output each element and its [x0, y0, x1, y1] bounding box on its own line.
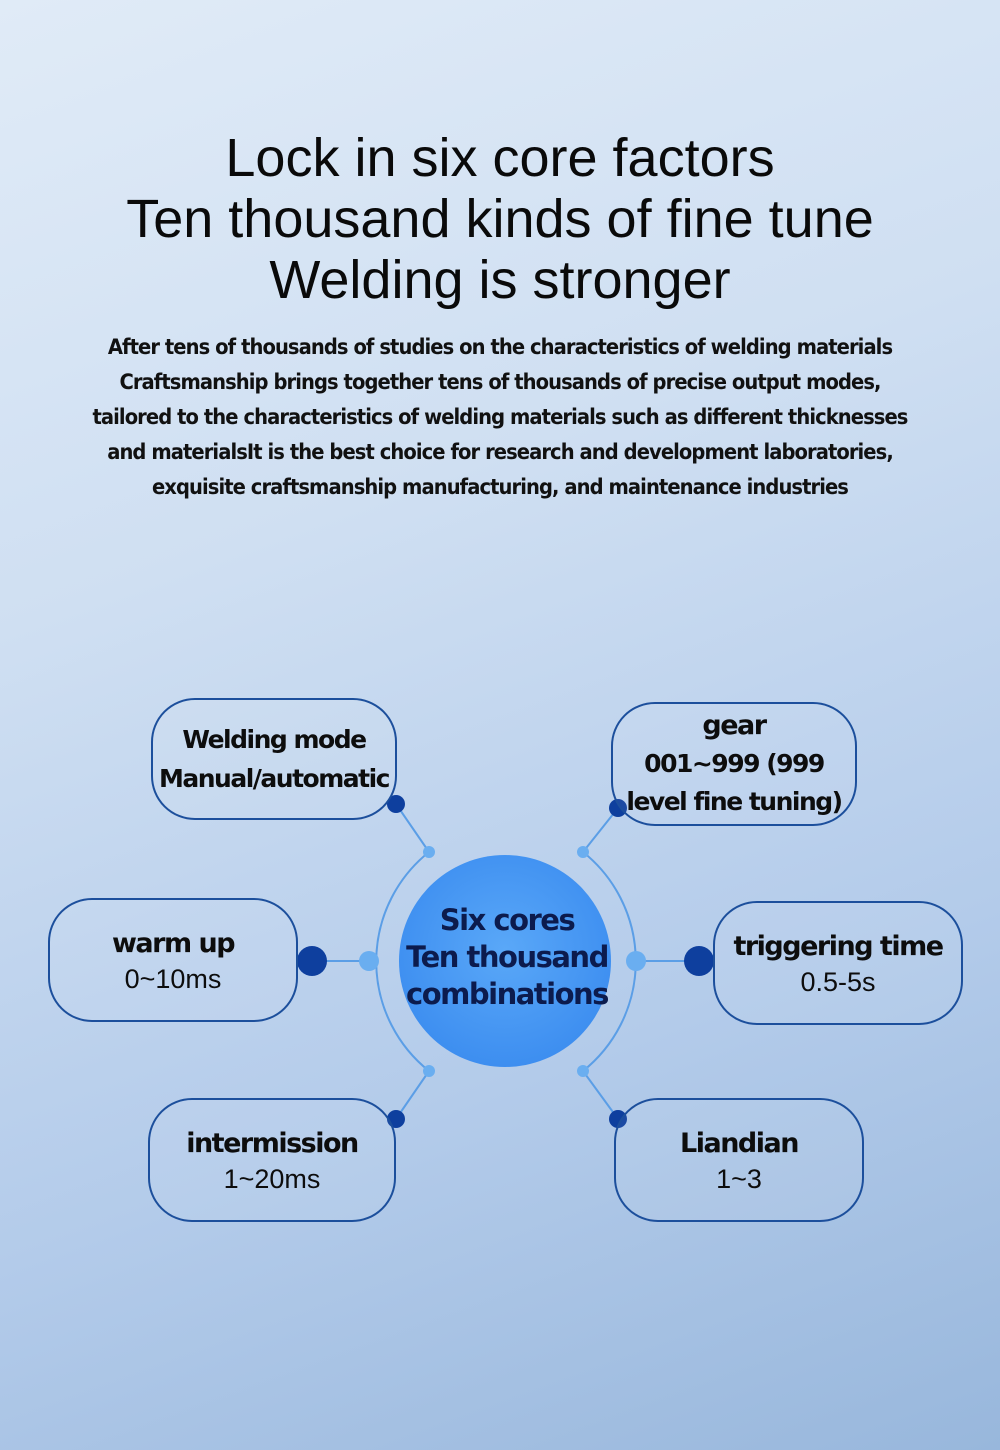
- factor-triggering-time: triggering time 0.5-5s: [713, 901, 963, 1025]
- box-node-warm-up: [297, 946, 327, 976]
- description-line-4: and materialsIt is the best choice for r…: [107, 440, 894, 464]
- factor-value: 1~3: [716, 1164, 762, 1194]
- factor-value-line-2: level fine tuning): [626, 787, 843, 816]
- factor-label: warm up: [111, 928, 236, 959]
- box-node-welding-mode: [387, 795, 405, 813]
- factor-value: Manual/automatic: [159, 764, 390, 793]
- factor-value-line-1: 001~999 (999: [644, 749, 825, 778]
- ring-node-bottom-left: [423, 1065, 435, 1077]
- factor-intermission: intermission 1~20ms: [148, 1098, 396, 1222]
- description-line-1: After tens of thousands of studies on th…: [107, 335, 893, 359]
- factor-gear: gear 001~999 (999 level fine tuning): [611, 702, 857, 826]
- description-line-2: Craftsmanship brings together tens of th…: [119, 370, 881, 394]
- connector-intermission: [395, 1070, 430, 1120]
- ring-node-top-right: [577, 846, 589, 858]
- connector-liandian: [582, 1070, 619, 1120]
- factor-liandian: Liandian 1~3: [614, 1098, 864, 1222]
- hub-line-3: combinations: [406, 977, 609, 1011]
- title-line-2: Ten thousand kinds of fine tune: [126, 189, 874, 249]
- factor-label: gear: [702, 710, 767, 741]
- ring-node-right: [626, 951, 646, 971]
- title-line-3: Welding is stronger: [269, 250, 731, 310]
- connector-welding-mode: [395, 803, 430, 853]
- factor-value: 0.5-5s: [800, 967, 876, 997]
- factor-label: intermission: [186, 1128, 359, 1159]
- hub-line-1: Six cores: [439, 903, 576, 937]
- factor-value: 1~20ms: [223, 1164, 321, 1194]
- factor-label: Welding mode: [182, 725, 367, 754]
- connector-gear: [582, 807, 619, 853]
- description-line-5: exquisite craftsmanship manufacturing, a…: [151, 475, 849, 499]
- factor-warm-up: warm up 0~10ms: [48, 898, 298, 1022]
- factor-value: 0~10ms: [124, 964, 222, 994]
- title-line-1: Lock in six core factors: [225, 128, 775, 188]
- ring-node-top-left: [423, 846, 435, 858]
- ring-node-left: [359, 951, 379, 971]
- factor-label: triggering time: [733, 931, 944, 962]
- hub-circle: [399, 855, 611, 1067]
- hub-line-2: Ten thousand: [406, 940, 609, 974]
- factor-label: Liandian: [680, 1128, 799, 1159]
- description-line-3: tailored to the characteristics of weldi…: [92, 405, 909, 429]
- ring-node-bottom-right: [577, 1065, 589, 1077]
- hub-label: Six cores Ten thousand combinations: [400, 902, 614, 1013]
- box-node-triggering-time: [684, 946, 714, 976]
- description: After tens of thousands of studies on th…: [72, 330, 928, 505]
- factor-welding-mode: Welding mode Manual/automatic: [151, 698, 397, 820]
- page-title: Lock in six core factors Ten thousand ki…: [0, 128, 1000, 311]
